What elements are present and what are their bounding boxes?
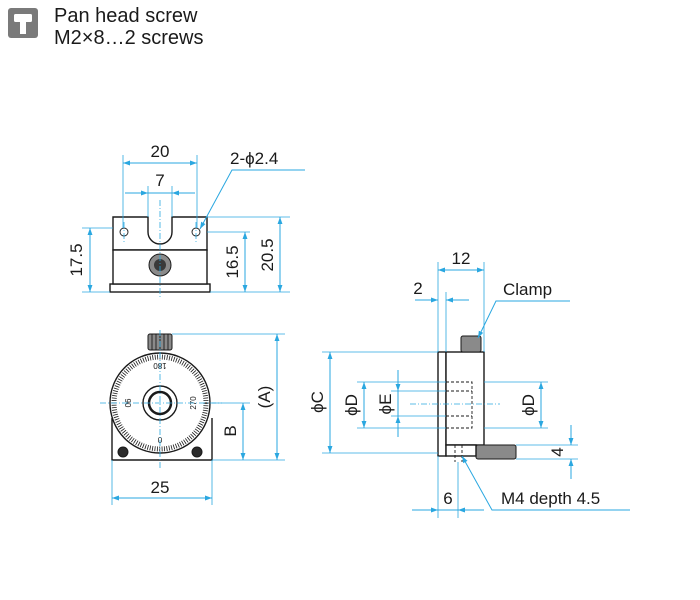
pan-head-screw-icon xyxy=(8,8,38,38)
corner-screw-right xyxy=(191,446,203,458)
dim-25: 25 xyxy=(151,478,170,497)
front-view: 180 90 270 0 25 B (A) xyxy=(100,330,285,505)
side-view-base-foot xyxy=(475,444,517,460)
top-view-screw-socket xyxy=(154,259,166,271)
dim-A: (A) xyxy=(255,386,274,409)
dim-12: 12 xyxy=(452,249,471,268)
side-view-bore-hidden xyxy=(445,381,473,429)
callout-holes: 2-ϕ2.4 xyxy=(230,149,278,168)
callout-tap: M4 depth 4.5 xyxy=(501,489,600,508)
dim-2: 2 xyxy=(413,279,422,298)
corner-screw-left xyxy=(117,446,129,458)
dim-6: 6 xyxy=(443,489,452,508)
dim-4: 4 xyxy=(548,447,567,456)
side-view: 12 2 Clamp ϕC ϕD ϕE ϕD 4 xyxy=(308,249,630,518)
dim-7: 7 xyxy=(155,171,164,190)
legend-line-1: Pan head screw xyxy=(54,5,198,27)
side-view-body xyxy=(445,351,485,446)
callout-clamp: Clamp xyxy=(503,280,552,299)
dim-phi-E: ϕE xyxy=(376,394,395,415)
dim-20: 20 xyxy=(151,142,170,161)
legend-line-2: M2×8…2 screws xyxy=(54,27,204,49)
dim-phi-D-right: ϕD xyxy=(519,394,538,416)
dim-17-5: 17.5 xyxy=(67,243,86,276)
dim-B: B xyxy=(221,425,240,436)
dim-phi-D-left: ϕD xyxy=(342,394,361,416)
legend: Pan head screw M2×8…2 screws xyxy=(8,5,204,49)
dim-phi-C: ϕC xyxy=(308,391,327,413)
top-view: 20 7 2-ϕ2.4 17.5 16.5 20.5 xyxy=(67,142,305,298)
top-view-upper-block xyxy=(112,216,208,251)
dim-16-5: 16.5 xyxy=(223,245,242,278)
side-view-clamp-knob xyxy=(460,335,482,353)
dim-20-5: 20.5 xyxy=(258,238,277,271)
